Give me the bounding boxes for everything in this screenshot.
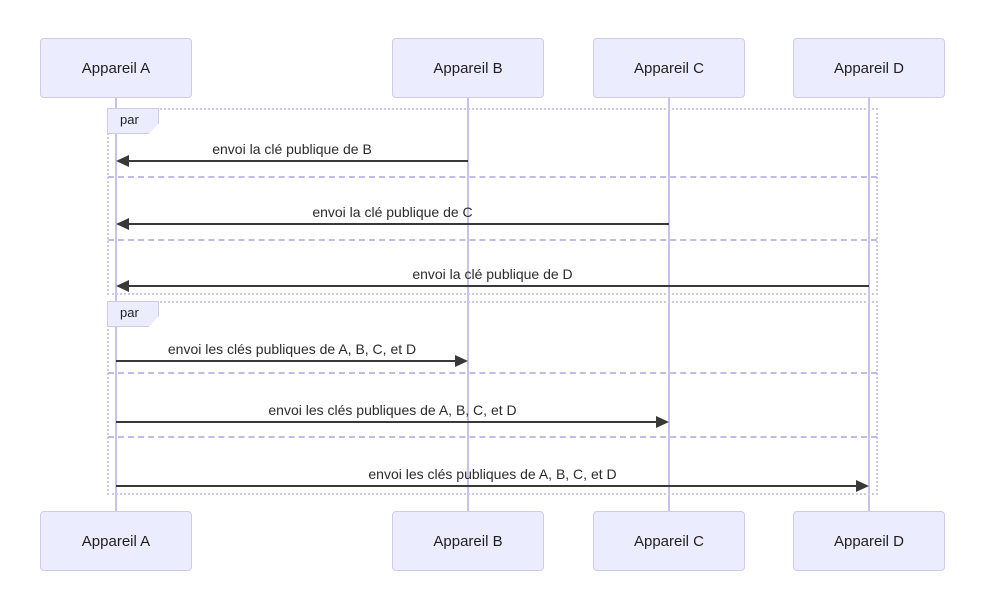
arrowhead-left-icon bbox=[116, 155, 129, 167]
message-5: envoi les clés publiques de A, B, C, et … bbox=[116, 397, 669, 428]
message-label: envoi les clés publiques de A, B, C, et … bbox=[167, 341, 417, 357]
actor-label: Appareil D bbox=[833, 532, 905, 550]
par-label-2: par bbox=[107, 301, 159, 327]
arrowhead-right-icon bbox=[656, 416, 669, 428]
par-separator bbox=[108, 372, 877, 374]
actor-label: Appareil D bbox=[833, 59, 905, 77]
message-line bbox=[116, 485, 859, 487]
actor-bottom-appareil-b: Appareil B bbox=[392, 511, 544, 571]
message-line bbox=[126, 223, 669, 225]
message-label: envoi la clé publique de D bbox=[412, 266, 573, 282]
actor-label: Appareil B bbox=[433, 532, 503, 550]
actor-label: Appareil A bbox=[81, 532, 151, 550]
par-separator bbox=[108, 436, 877, 438]
message-label: envoi les clés publiques de A, B, C, et … bbox=[268, 402, 517, 418]
message-label: envoi la clé publique de B bbox=[212, 141, 372, 157]
message-6: envoi les clés publiques de A, B, C, et … bbox=[116, 461, 869, 492]
actor-label: Appareil C bbox=[633, 59, 705, 77]
actor-label: Appareil A bbox=[81, 59, 151, 77]
actor-label: Appareil C bbox=[633, 532, 705, 550]
actor-label: Appareil B bbox=[433, 59, 503, 77]
lifeline-appareil-d bbox=[868, 98, 870, 511]
message-1: envoi la clé publique de B bbox=[116, 136, 468, 167]
arrowhead-right-icon bbox=[455, 355, 468, 367]
message-2: envoi la clé publique de C bbox=[116, 199, 669, 230]
actor-top-appareil-c: Appareil C bbox=[593, 38, 745, 98]
lifeline-appareil-b bbox=[467, 98, 469, 511]
arrowhead-right-icon bbox=[856, 480, 869, 492]
message-line bbox=[116, 360, 458, 362]
message-3: envoi la clé publique de D bbox=[116, 261, 869, 292]
par-frame-2: par bbox=[107, 301, 878, 495]
actor-top-appareil-d: Appareil D bbox=[793, 38, 945, 98]
message-label: envoi la clé publique de C bbox=[312, 204, 473, 220]
par-label-text: par bbox=[120, 305, 139, 320]
actor-bottom-appareil-a: Appareil A bbox=[40, 511, 192, 571]
arrowhead-left-icon bbox=[116, 280, 129, 292]
message-line bbox=[116, 421, 659, 423]
lifeline-appareil-c bbox=[668, 98, 670, 511]
actor-bottom-appareil-c: Appareil C bbox=[593, 511, 745, 571]
par-label-text: par bbox=[120, 112, 139, 127]
actor-top-appareil-a: Appareil A bbox=[40, 38, 192, 98]
message-4: envoi les clés publiques de A, B, C, et … bbox=[116, 336, 468, 367]
message-line bbox=[126, 285, 869, 287]
par-separator bbox=[108, 176, 877, 178]
message-line bbox=[126, 160, 468, 162]
message-label: envoi les clés publiques de A, B, C, et … bbox=[368, 466, 617, 482]
actor-bottom-appareil-d: Appareil D bbox=[793, 511, 945, 571]
arrowhead-left-icon bbox=[116, 218, 129, 230]
par-separator bbox=[108, 239, 877, 241]
par-label-1: par bbox=[107, 108, 159, 134]
actor-top-appareil-b: Appareil B bbox=[392, 38, 544, 98]
par-frame-1: par bbox=[107, 108, 878, 295]
